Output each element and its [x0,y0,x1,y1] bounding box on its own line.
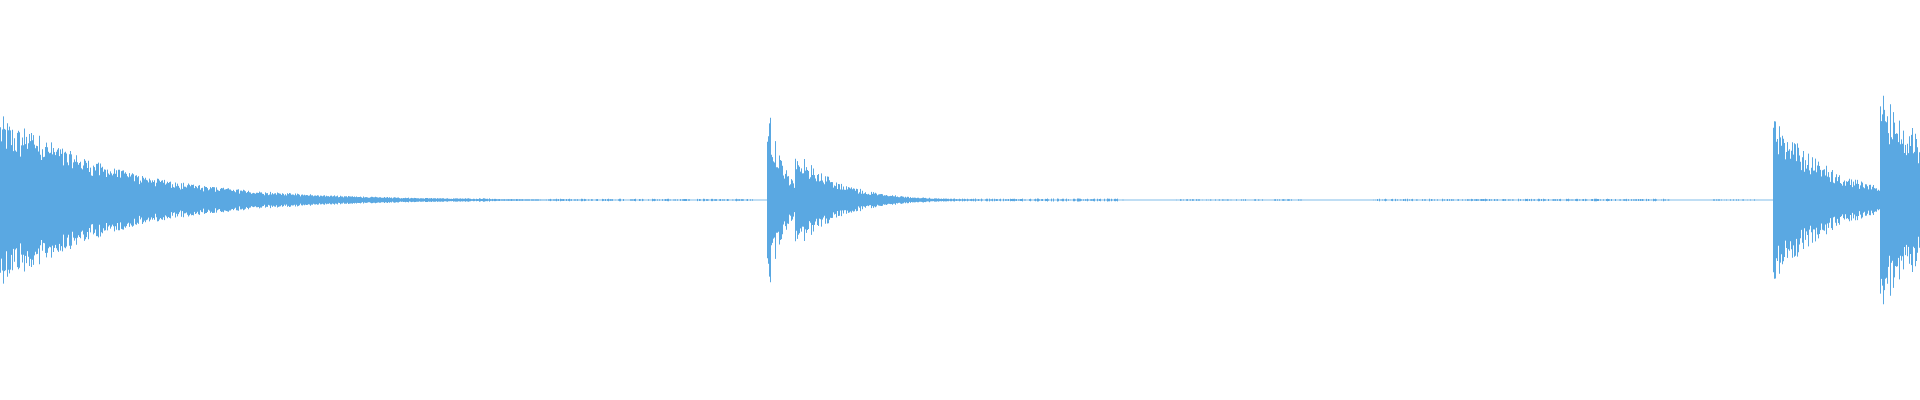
waveform-path [0,95,1920,305]
